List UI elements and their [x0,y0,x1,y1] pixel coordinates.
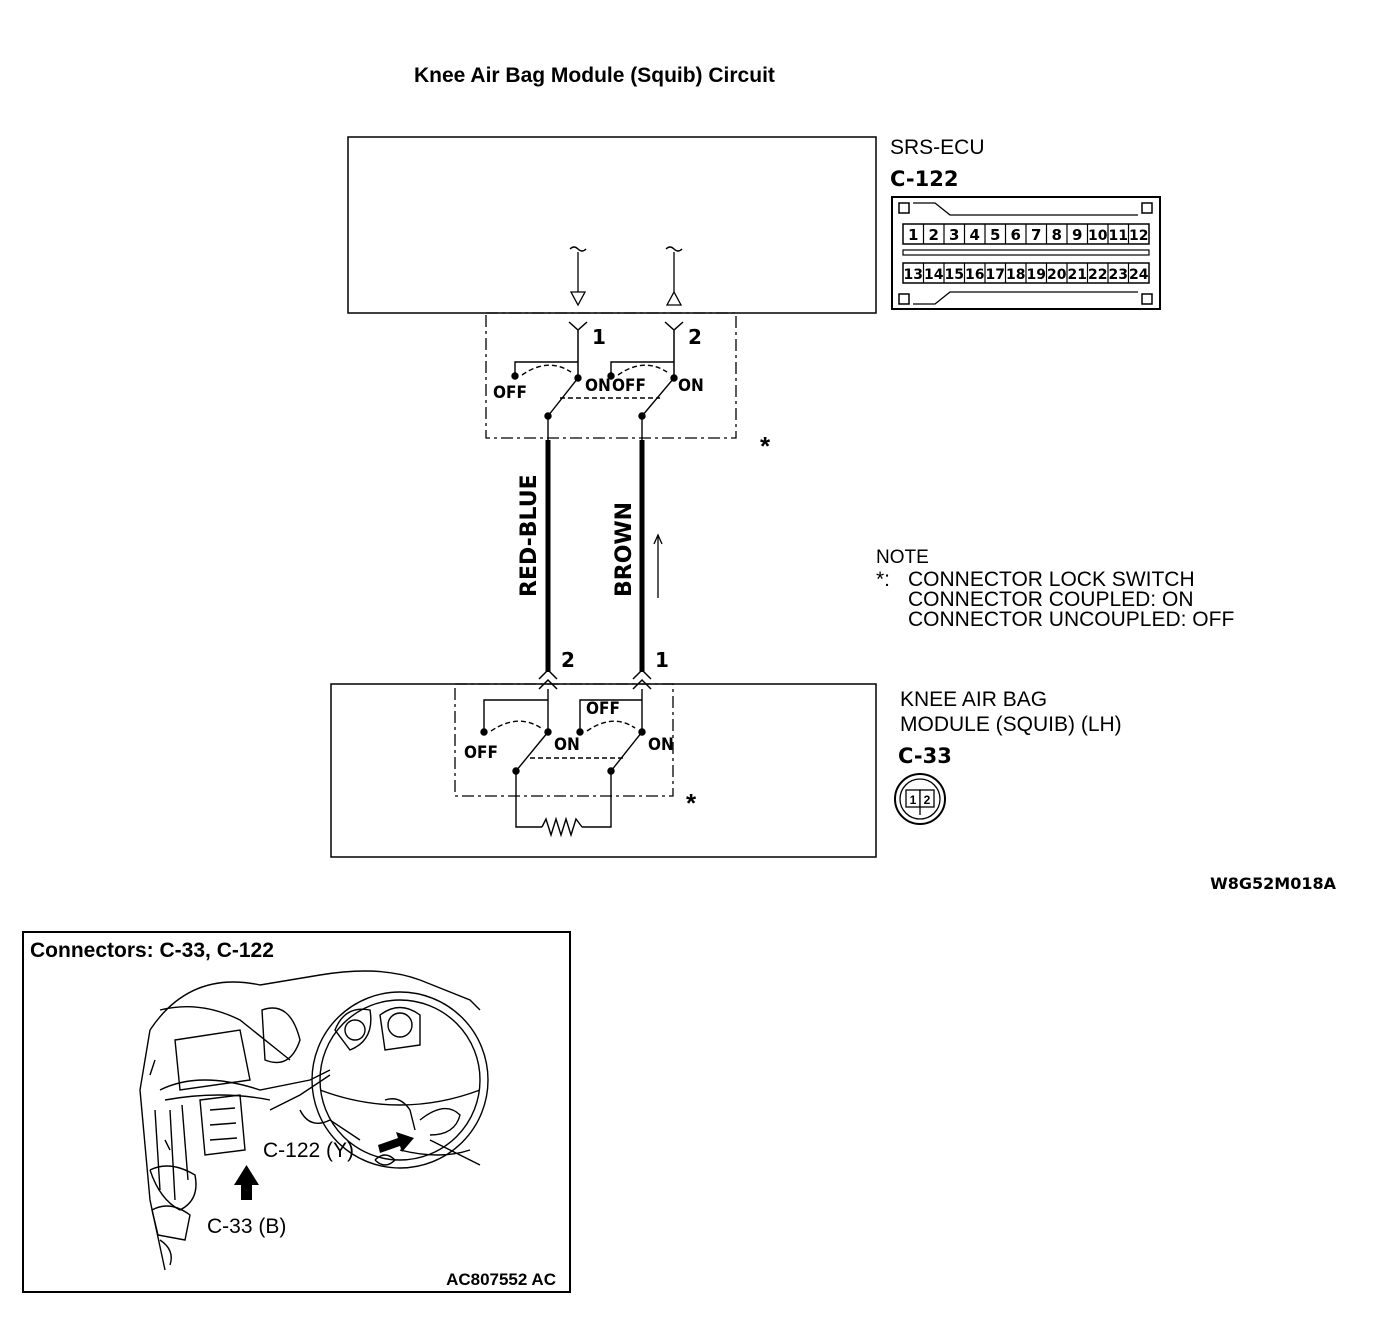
c33-pin-1: 1 [910,793,917,807]
c122-connector-label: C-122 [890,167,958,191]
dashboard-illustration [139,970,489,1271]
c122-pin-16: 16 [965,267,984,283]
c122-pin-5: 5 [990,226,1000,244]
c122-pin-9: 9 [1072,226,1082,244]
ecu-lock-switch-box [485,312,737,439]
c122-pin-14: 14 [924,267,944,283]
c122-connector-face [891,196,1161,310]
locator-title: Connectors: C-33, C-122 [30,939,274,962]
ecu-switch-asterisk: * [760,431,771,461]
ecu-switch-right-off: OFF [612,376,646,396]
c122-pin-11: 11 [1109,228,1128,244]
c122-pin-19: 19 [1027,267,1046,283]
srs-ecu-box [347,136,877,314]
callout-c33: C-33 (B) [207,1215,286,1238]
ecu-switch-left-off: OFF [493,383,527,403]
ecu-switch-right-on: ON [678,376,704,396]
module-lock-switch-box [454,683,674,797]
note-line-2: CONNECTOR COUPLED: ON [908,588,1193,611]
callout-c122: C-122 (Y) [263,1139,354,1162]
module-terminal-1-label: 1 [655,648,669,672]
module-name-line-2: MODULE (SQUIB) (LH) [900,713,1122,736]
c122-pin-6: 6 [1011,226,1021,244]
module-switches [480,689,646,838]
module-switch-right-off: OFF [586,699,620,719]
c122-pin-20: 20 [1047,267,1067,283]
c122-pin-1: 1 [908,226,918,244]
c122-pin-10: 10 [1088,228,1108,244]
module-switch-left-off: OFF [464,743,498,763]
c122-pin-7: 7 [1031,226,1041,244]
module-name-line-1: KNEE AIR BAG [900,688,1047,711]
module-switch-left-on: ON [554,735,580,755]
note-heading: NOTE [876,547,929,568]
module-terminal-2-label: 2 [561,648,575,672]
note-block: NOTE *: CONNECTOR LOCK SWITCH CONNECTOR … [876,547,1234,631]
srs-ecu-label: SRS-ECU [890,136,985,159]
ecu-internal-terminals [569,246,683,307]
c122-pin-23: 23 [1109,267,1128,283]
harness-wires [545,416,645,672]
locator-code: AC807552 AC [446,1270,556,1289]
diagram-title: Knee Air Bag Module (Squib) Circuit [414,64,775,87]
ecu-terminal-2-label: 2 [688,325,702,349]
c122-pin-24: 24 [1129,267,1149,283]
ecu-terminal-symbols [568,321,684,378]
wire-color-brown: BROWN [612,502,637,597]
c122-pin-18: 18 [1006,267,1025,283]
module-switch-right-on: ON [648,735,674,755]
c33-connector-label: C-33 [898,744,952,768]
c33-connector-face [894,773,946,825]
connector-locator-panel [22,931,571,1293]
note-line-1: CONNECTOR LOCK SWITCH [908,568,1195,591]
c122-pin-22: 22 [1088,267,1107,283]
ecu-switch-left-on: ON [585,376,611,396]
c122-pin-13: 13 [904,267,923,283]
locator-arrows [234,1132,414,1200]
ecu-terminal-1-label: 1 [592,325,606,349]
ecu-switch-right [560,361,678,420]
c122-pin-12: 12 [1129,228,1148,244]
wire-color-red-blue: RED-BLUE [517,474,542,597]
module-switch-asterisk: * [686,788,697,818]
c122-pin-2: 2 [929,226,939,244]
module-terminal-symbols [538,668,652,690]
c122-pin-17: 17 [986,267,1005,283]
c122-pin-8: 8 [1052,226,1062,244]
c122-pin-4: 4 [970,226,980,244]
c122-pin-21: 21 [1068,267,1087,283]
c122-pin-15: 15 [945,267,964,283]
c33-pin-2: 2 [924,793,931,807]
note-line-3: CONNECTOR UNCOUPLED: OFF [908,608,1234,631]
diagram-code: W8G52M018A [1210,874,1337,893]
note-marker: *: [876,568,890,591]
c122-pin-3: 3 [949,226,959,244]
current-flow-arrow [653,533,663,598]
